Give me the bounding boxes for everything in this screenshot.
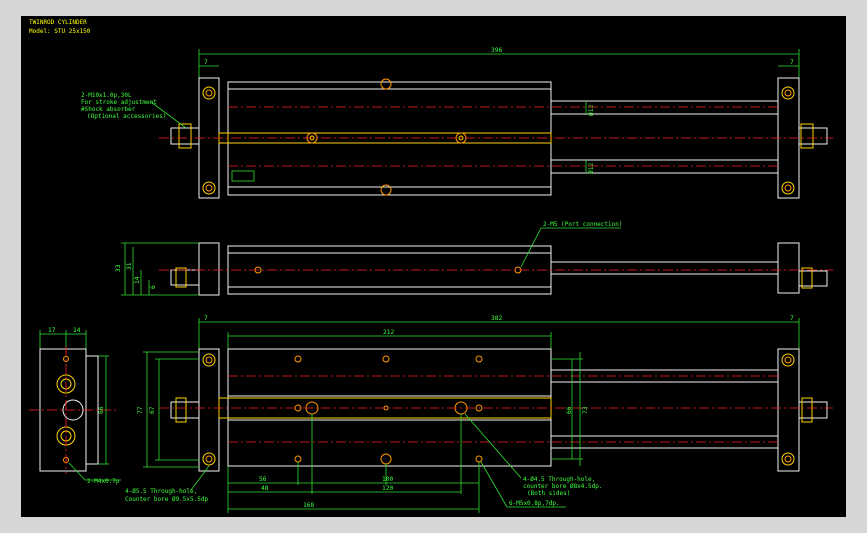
dim-rod-dia-upper: Ø12: [587, 105, 595, 116]
dim-168: 168: [303, 502, 314, 509]
note-stroke-1: 2-M10x1.0p,30L: [81, 92, 132, 99]
dim-top-overall: 396: [491, 47, 502, 54]
dim-front-67: 67: [149, 406, 156, 414]
dim-120: 120: [382, 485, 393, 492]
note-tap: 2-M4x0.7p: [87, 478, 120, 485]
cad-drawing: TWINROD CYLINDER Model: STU 25x150 396 7…: [29, 19, 833, 513]
dim-top-left-plate: 7: [204, 59, 208, 66]
dim-front-66b: 66: [566, 406, 573, 414]
dim-side-33: 33: [115, 264, 122, 272]
dim-48: 48: [261, 485, 269, 492]
note-port: 2-M5 (Port connection): [543, 221, 622, 228]
note-holes-left-2: Counter bore Ø9.5x5.5dp: [125, 496, 208, 503]
end-view: 17 14 66 2-M4x0.7p: [29, 327, 121, 485]
dim-front-overall: 382: [491, 315, 502, 322]
dim-end-66: 66: [98, 406, 105, 414]
dim-front-77: 77: [137, 406, 144, 414]
note-holes-right-2: counter bore Ø8x4.5dp.: [523, 483, 602, 490]
dim-front-left-plate: 7: [204, 315, 208, 322]
dim-56: 56: [259, 476, 267, 483]
note-holes-right-3: (Both sides): [527, 490, 570, 497]
dim-rod-dia-lower: Ø12: [587, 163, 595, 174]
dim-top-right-plate: 7: [790, 59, 794, 66]
dim-side-31: 31: [126, 262, 133, 270]
dim-100: 100: [382, 476, 393, 483]
note-stroke-3: #Shock absorber: [81, 106, 136, 113]
dim-side-6: 6: [150, 285, 157, 289]
dim-end-17: 17: [48, 327, 56, 334]
dim-end-14: 14: [73, 327, 81, 334]
note-tap-right: 6-M5x0.8p,7dp.: [509, 500, 560, 507]
top-view: 396 7 7 Ø12 Ø12: [81, 47, 833, 199]
dim-front-right-plate: 7: [790, 315, 794, 322]
note-stroke-2: For stroke adjustment: [81, 99, 157, 106]
dim-side-14: 14: [134, 276, 141, 284]
model-label: Model: STU 25x150: [29, 28, 91, 35]
drawing-canvas[interactable]: TWINROD CYLINDER Model: STU 25x150 396 7…: [21, 16, 846, 517]
note-holes-left-1: 4-Ø5.5 Through-hole,: [125, 488, 197, 495]
front-view: 382 7 7 212: [125, 315, 833, 513]
dim-front-73: 73: [582, 406, 589, 414]
note-stroke-4: (Optional accessories): [87, 113, 166, 120]
drawing-title: TWINROD CYLINDER: [29, 19, 87, 26]
side-view: 33 31 14 6 2-M5 (Port connection): [115, 221, 833, 296]
note-holes-right-1: 4-Ø4.5 Through-hole,: [523, 476, 595, 483]
dim-front-body-len: 212: [383, 329, 394, 336]
